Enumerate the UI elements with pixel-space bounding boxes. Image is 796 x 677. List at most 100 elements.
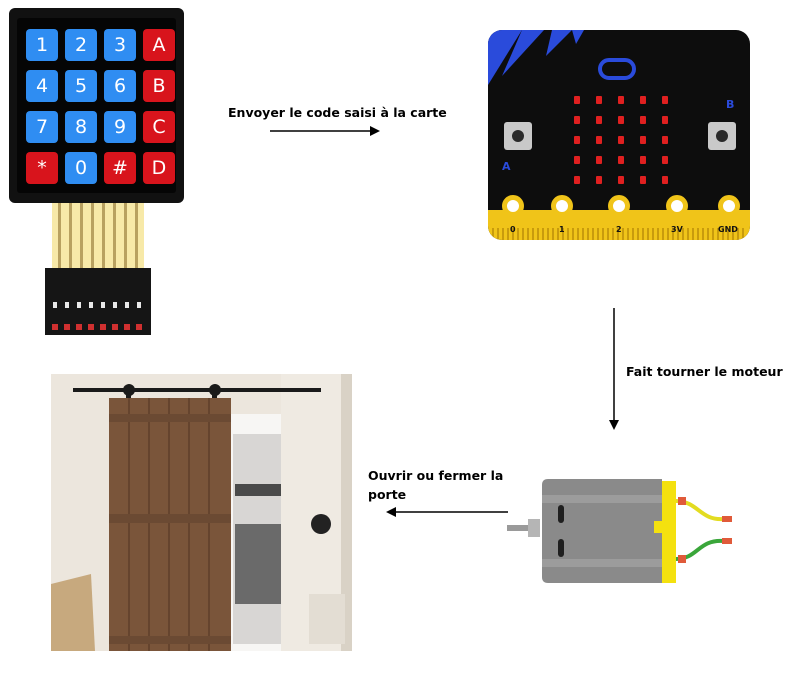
button-b [708, 122, 736, 150]
arrow-keypad-to-board [270, 126, 380, 136]
pad-2 [608, 195, 630, 217]
key-star: * [26, 152, 58, 184]
edge-tooth [517, 228, 519, 240]
wire-tip-2 [722, 538, 732, 544]
microbit-logo-corner [488, 30, 584, 85]
edge-tooth [522, 228, 524, 240]
led [574, 156, 580, 164]
led [618, 156, 624, 164]
connector-pin-red [52, 324, 58, 330]
edge-tooth [617, 228, 619, 240]
led [574, 176, 580, 184]
edge-tooth [542, 228, 544, 240]
edge-tooth [537, 228, 539, 240]
keypad-connector [45, 268, 151, 335]
led [662, 156, 668, 164]
key-A: A [143, 29, 175, 61]
barn-door-photo [51, 374, 352, 651]
connector-pin-red [88, 324, 94, 330]
connector-pin [101, 302, 105, 308]
ribbon-trace [113, 203, 116, 269]
edge-tooth [742, 228, 744, 240]
edge-tooth [627, 228, 629, 240]
edge-tooth [567, 228, 569, 240]
edge-tooth [702, 228, 704, 240]
led [662, 116, 668, 124]
led [618, 176, 624, 184]
edge-tooth [577, 228, 579, 240]
connector-pin [89, 302, 93, 308]
edge-tooth [687, 228, 689, 240]
pin-label-1: 1 [559, 225, 565, 234]
edge-tooth [562, 228, 564, 240]
edge-tooth [632, 228, 634, 240]
key-0: 0 [65, 152, 97, 184]
label-send-code: Envoyer le code saisi à la carte [228, 105, 447, 120]
edge-tooth [497, 228, 499, 240]
key-6: 6 [104, 70, 136, 102]
key-D: D [143, 152, 175, 184]
edge-tooth [722, 228, 724, 240]
key-hash: # [104, 152, 136, 184]
edge-tooth [552, 228, 554, 240]
key-4: 4 [26, 70, 58, 102]
led [596, 96, 602, 104]
edge-tooth [587, 228, 589, 240]
key-7: 7 [26, 111, 58, 143]
led [662, 176, 668, 184]
led [596, 156, 602, 164]
ribbon-traces [58, 203, 138, 269]
ribbon-trace [135, 203, 138, 269]
edge-tooth [682, 228, 684, 240]
led [574, 136, 580, 144]
edge-tooth [662, 228, 664, 240]
led [662, 136, 668, 144]
pad-1 [551, 195, 573, 217]
edge-tooth [672, 228, 674, 240]
edge-tooth [602, 228, 604, 240]
pin-label-gnd: GND [718, 225, 738, 234]
label-open-close-line1: Ouvrir ou fermer la [368, 468, 504, 483]
led [640, 176, 646, 184]
connector-pin-red [136, 324, 142, 330]
connector-pins [52, 302, 142, 330]
edge-tooth [547, 228, 549, 240]
connector-pin [137, 302, 141, 308]
led [596, 116, 602, 124]
motor-slot-top [558, 505, 564, 523]
connector-pin-red [124, 324, 130, 330]
edge-teeth [492, 228, 744, 240]
button-a-label: A [502, 160, 511, 173]
edge-tooth [667, 228, 669, 240]
edge-tooth [582, 228, 584, 240]
edge-tooth [647, 228, 649, 240]
arrow-motor-to-door [386, 507, 508, 517]
edge-tooth [607, 228, 609, 240]
edge-tooth [612, 228, 614, 240]
edge-tooth [692, 228, 694, 240]
ribbon-trace [69, 203, 72, 269]
edge-tooth [737, 228, 739, 240]
led [640, 156, 646, 164]
pin-label-2: 2 [616, 225, 622, 234]
ribbon-trace [58, 203, 61, 269]
label-open-close-line2: porte [368, 487, 407, 502]
led [662, 96, 668, 104]
edge-tooth [557, 228, 559, 240]
edge-tooth [527, 228, 529, 240]
edge-tooth [652, 228, 654, 240]
key-2: 2 [65, 29, 97, 61]
edge-tooth [622, 228, 624, 240]
edge-tooth [717, 228, 719, 240]
key-B: B [143, 70, 175, 102]
edge-tooth [592, 228, 594, 240]
edge-tooth [597, 228, 599, 240]
edge-tooth [572, 228, 574, 240]
connector-pin [77, 302, 81, 308]
edge-tooth [707, 228, 709, 240]
ribbon-trace [91, 203, 94, 269]
pad-3v [666, 195, 688, 217]
edge-tooth [642, 228, 644, 240]
led [596, 176, 602, 184]
